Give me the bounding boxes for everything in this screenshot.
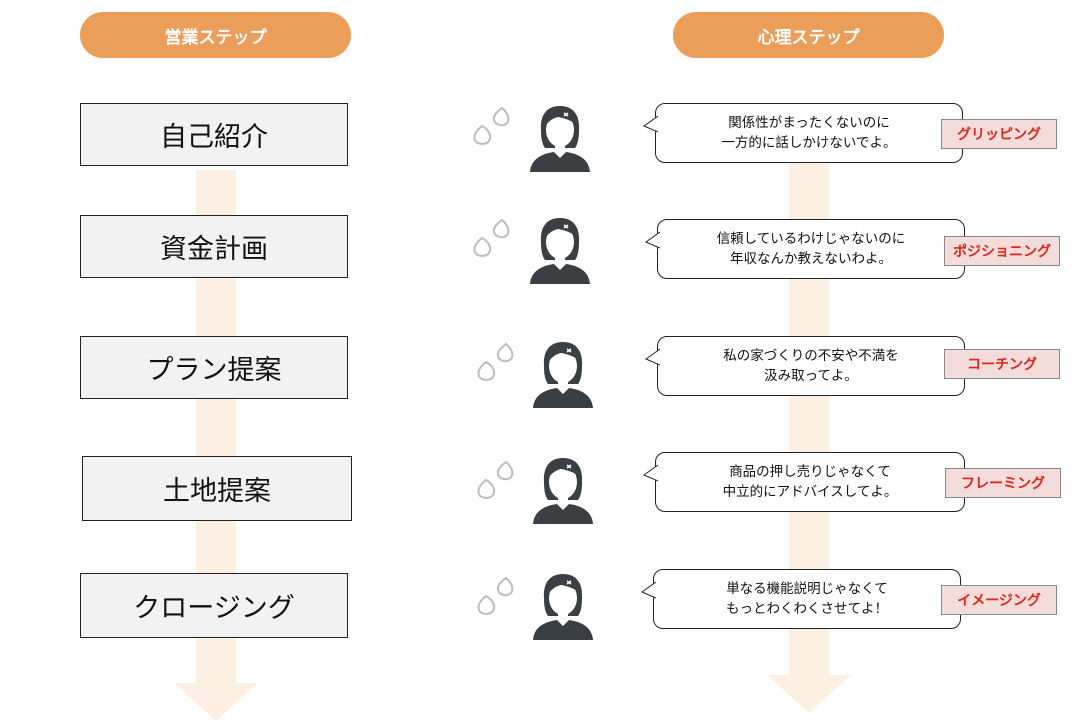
psych-step-tag: イメージング [941, 585, 1057, 615]
speech-bubble: 信頼しているわけじゃないのに 年収なんか教えないわよ。 [644, 219, 965, 279]
bubble-tail [640, 581, 656, 599]
sweat-drops-icon [472, 574, 516, 618]
sales-flow-arrow-head [174, 683, 258, 721]
sweat-drops-icon [468, 104, 512, 148]
speech-bubble: 私の家づくりの不安や不満を 汲み取ってよ。 [644, 336, 965, 396]
bubble-line-2: もっとわくわくさせてよ！ [726, 601, 888, 617]
person-silhouette-icon [527, 336, 599, 408]
psych-step-tag: フレーミング [945, 468, 1061, 498]
bubble-line-2: 一方的に話しかけないでよ。 [721, 135, 897, 151]
person-silhouette-icon [527, 452, 599, 524]
sales-step-header: 営業ステップ [80, 12, 351, 58]
person-silhouette-icon [527, 568, 599, 640]
sales-step-box: 資金計画 [80, 215, 348, 278]
sales-step-box: 自己紹介 [80, 103, 348, 166]
psych-flow-arrow-head [767, 675, 851, 713]
speech-bubble: 関係性がまったくないのに 一方的に話しかけないでよ。 [642, 103, 963, 163]
psych-step-tag: コーチング [944, 349, 1060, 379]
sweat-drops-icon [472, 458, 516, 502]
bubble-tail [642, 115, 658, 133]
sales-step-label: 資金計画 [160, 234, 268, 265]
sweat-drops-icon [468, 216, 512, 260]
sales-step-label: プラン提案 [146, 355, 282, 386]
sales-step-label: 土地提案 [163, 476, 271, 507]
speech-bubble: 商品の押し売りじゃなくて 中立的にアドバイスしてよ。 [642, 452, 965, 512]
sales-step-label: 自己紹介 [160, 122, 268, 153]
bubble-line-1: 私の家づくりの不安や不満を [723, 348, 899, 364]
sales-step-box: 土地提案 [82, 456, 352, 521]
bubble-line-1: 単なる機能説明じゃなくて [726, 581, 888, 597]
psych-step-header: 心理ステップ [673, 12, 944, 58]
sweat-drops-icon [472, 340, 516, 384]
person-silhouette-icon [524, 100, 596, 172]
bubble-line-1: 信頼しているわけじゃないのに [716, 231, 906, 247]
bubble-line-1: 商品の押し売りじゃなくて [729, 464, 891, 480]
bubble-line-2: 年収なんか教えないわよ。 [730, 251, 892, 267]
bubble-line-2: 中立的にアドバイスしてよ。 [722, 484, 898, 500]
bubble-tail [642, 464, 658, 482]
sales-step-label: クロージング [133, 593, 295, 624]
speech-bubble: 単なる機能説明じゃなくて もっとわくわくさせてよ！ [640, 569, 961, 629]
sales-step-box: クロージング [80, 573, 348, 638]
bubble-line-1: 関係性がまったくないのに [728, 115, 890, 131]
psych-step-tag: ポジショニング [944, 236, 1060, 266]
sales-step-box: プラン提案 [80, 336, 348, 399]
bubble-tail [644, 231, 660, 249]
psych-step-tag: グリッピング [941, 119, 1057, 149]
person-silhouette-icon [524, 212, 596, 284]
bubble-tail [644, 348, 660, 366]
bubble-line-2: 汲み取ってよ。 [764, 368, 858, 384]
